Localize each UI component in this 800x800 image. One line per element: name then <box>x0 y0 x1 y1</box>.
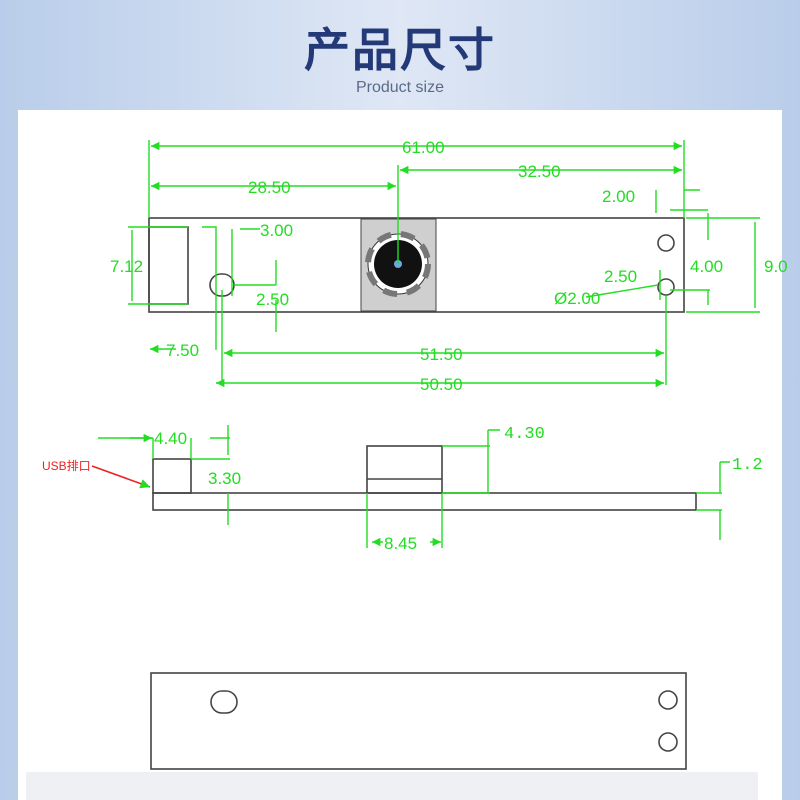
dim-hole-top-offset: 2.00 <box>602 187 635 206</box>
footer-strip <box>26 772 758 800</box>
mounting-slot-bottom <box>210 690 238 714</box>
mounting-hole-bottom <box>658 732 678 752</box>
dim-lens-height: 4.30 <box>504 425 545 444</box>
dim-lens-to-right: 32.50 <box>518 162 561 181</box>
usb-port-side <box>152 458 192 494</box>
dim-usb-height: 7.12 <box>110 257 143 276</box>
page-subtitle: Product size <box>355 79 445 96</box>
side-view: USB排口 4.40 3.30 4.30 8.45 1.2 <box>42 425 763 553</box>
usb-port <box>148 226 189 305</box>
dim-slot-offset: 3.00 <box>260 221 293 240</box>
mounting-hole <box>657 234 675 252</box>
dim-hole-spacing: 2.50 <box>604 267 637 286</box>
board-side <box>152 492 697 511</box>
dim-slot-to-hole: 51.50 <box>420 345 463 364</box>
dim-board-thickness: 1.2 <box>732 456 763 475</box>
bottom-view <box>150 672 687 770</box>
dim-slot-height: 2.50 <box>256 290 289 309</box>
dim-slot-left-to-hole: 50.50 <box>420 375 463 394</box>
board-bottom <box>150 672 687 770</box>
dim-lens-width: 8.45 <box>384 534 417 553</box>
top-view: 61.00 32.50 28.50 2.00 3.00 7.12 2.50 2.… <box>110 138 788 394</box>
dim-left-to-lens: 28.50 <box>248 178 291 197</box>
dim-hole-diameter: Ø2.00 <box>554 289 600 308</box>
dim-board-height: 9.0 <box>764 257 788 276</box>
dim-usb-height-side: 3.30 <box>208 469 241 488</box>
dim-usb-width: 4.40 <box>154 429 187 448</box>
mounting-hole <box>657 278 675 296</box>
dim-hole-span: 4.00 <box>690 257 723 276</box>
page-title: 产品尺寸 <box>304 23 496 77</box>
dim-usb-to-slot: 7.50 <box>166 341 199 360</box>
mounting-hole-bottom <box>658 690 678 710</box>
lens-side <box>366 445 443 494</box>
dim-overall-length: 61.00 <box>402 138 445 157</box>
usb-port-label: USB排口 <box>42 459 91 473</box>
